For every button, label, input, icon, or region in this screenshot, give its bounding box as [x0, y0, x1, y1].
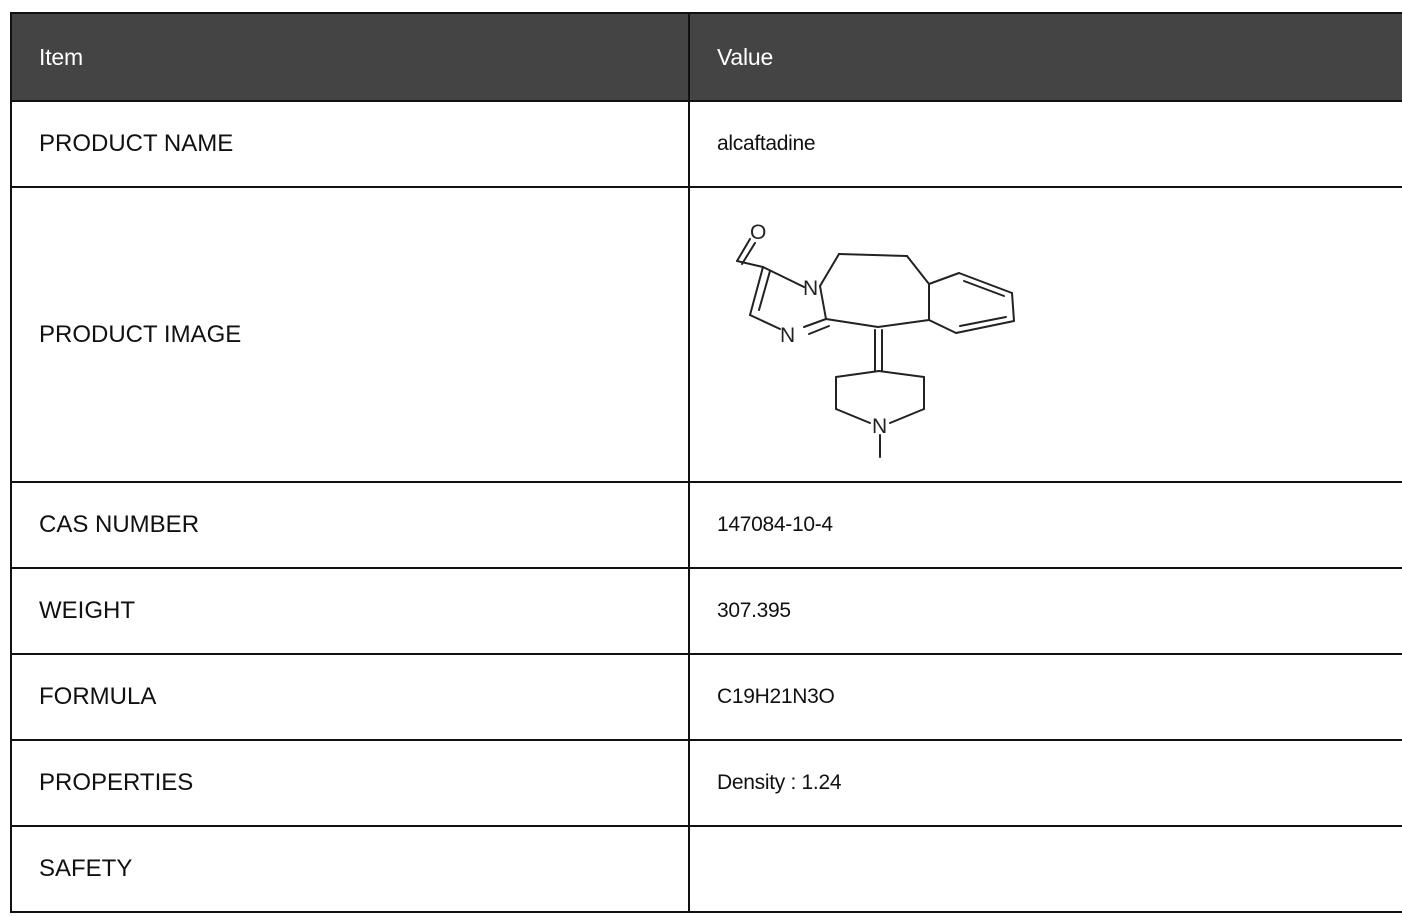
product-name-label: PRODUCT NAME [10, 100, 690, 188]
product-image-cell: O N N N [688, 186, 1402, 483]
weight-value: 307.395 [688, 567, 1402, 655]
product-spec-table: Item Value PRODUCT NAME alcaftadine PROD… [10, 12, 1402, 913]
product-image-label: PRODUCT IMAGE [10, 186, 690, 483]
table-row-formula: FORMULA C19H21N3O [10, 653, 1402, 741]
product-spec-sheet: Item Value PRODUCT NAME alcaftadine PROD… [10, 12, 1402, 916]
oxygen-atom-label: O [750, 221, 766, 244]
cas-number-value: 147084-10-4 [688, 481, 1402, 569]
table-header-row: Item Value [10, 12, 1402, 102]
table-row-cas-number: CAS NUMBER 147084-10-4 [10, 481, 1402, 569]
weight-label: WEIGHT [10, 567, 690, 655]
piperidine-n-atom-label: N [872, 415, 887, 438]
safety-value [688, 825, 1402, 913]
formula-value: C19H21N3O [688, 653, 1402, 741]
chemical-structure-image: O N N N [736, 221, 1015, 458]
item-column-header: Item [10, 12, 690, 102]
table-row-product-name: PRODUCT NAME alcaftadine [10, 100, 1402, 188]
imidazole-n3-atom-label: N [780, 324, 795, 347]
table-row-safety: SAFETY [10, 825, 1402, 913]
value-column-header: Value [688, 12, 1402, 102]
imidazole-n1-atom-label: N [803, 277, 818, 300]
table-row-product-image: PRODUCT IMAGE [10, 186, 1402, 483]
safety-label: SAFETY [10, 825, 690, 913]
formula-label: FORMULA [10, 653, 690, 741]
product-name-value: alcaftadine [688, 100, 1402, 188]
properties-value: Density : 1.24 [688, 739, 1402, 827]
cas-number-label: CAS NUMBER [10, 481, 690, 569]
table-row-properties: PROPERTIES Density : 1.24 [10, 739, 1402, 827]
table-row-weight: WEIGHT 307.395 [10, 567, 1402, 655]
properties-label: PROPERTIES [10, 739, 690, 827]
